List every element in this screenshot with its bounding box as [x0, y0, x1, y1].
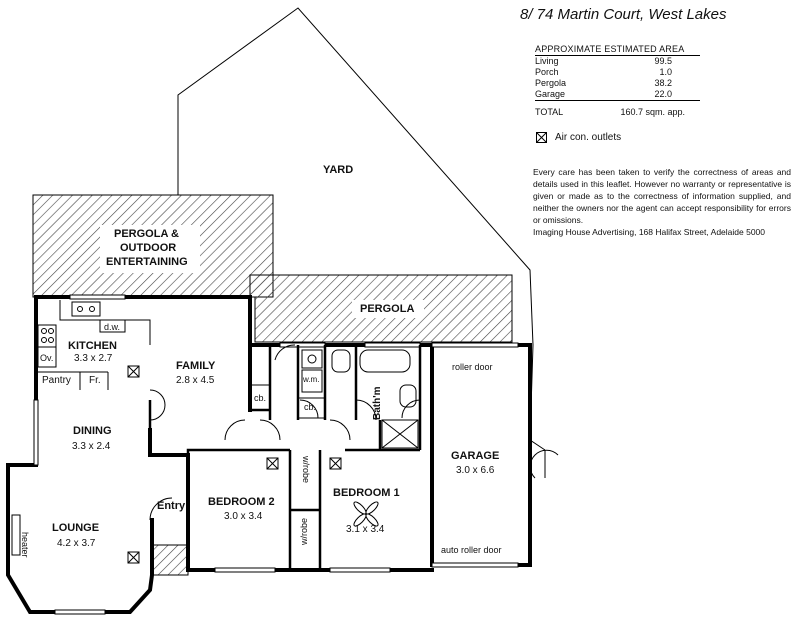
- bedroom1-label: BEDROOM 1: [333, 487, 400, 499]
- wrobe-label-1: w/robe: [301, 456, 311, 484]
- aircon-outlet-icon: [266, 457, 279, 470]
- dishwasher-label: d.w.: [104, 322, 121, 332]
- area-total-label: TOTAL: [535, 107, 564, 117]
- oven-label: Ov.: [40, 353, 54, 363]
- ceiling-fan-icon: [353, 501, 379, 527]
- pergola-outdoor-label-3: ENTERTAINING: [106, 256, 188, 268]
- roller-door-label: roller door: [452, 362, 493, 372]
- bedroom2-dim: 3.0 x 3.4: [224, 511, 263, 522]
- area-label: Porch: [535, 67, 559, 77]
- credit-text: Imaging House Advertising, 168 Halifax S…: [533, 227, 766, 237]
- pergola-label: PERGOLA: [360, 303, 415, 315]
- cupboard-label-1: cb.: [254, 393, 267, 403]
- cupboard-label-2: cb.: [304, 402, 317, 412]
- aircon-legend: Air con. outlets: [536, 132, 621, 143]
- windows: [33, 294, 519, 615]
- bathroom-label: Bath'm: [372, 386, 383, 421]
- area-value: 38.2: [654, 78, 672, 88]
- heater-label: heater: [20, 532, 30, 558]
- area-label: Garage: [535, 89, 566, 99]
- family-dim: 2.8 x 4.5: [176, 375, 215, 386]
- aircon-outlets: [127, 365, 342, 564]
- area-value: 1.0: [659, 67, 672, 77]
- fridge-label: Fr.: [89, 375, 101, 386]
- garage-label: GARAGE: [451, 450, 500, 462]
- family-label: FAMILY: [176, 360, 216, 372]
- area-row: Porch 1.0: [535, 67, 700, 78]
- lounge-dim: 4.2 x 3.7: [57, 538, 96, 549]
- disclaimer: Every care has been taken to verify the …: [533, 166, 791, 238]
- area-row: Garage 22.0: [535, 89, 700, 101]
- area-table-heading: APPROXIMATE ESTIMATED AREA: [535, 44, 700, 56]
- area-label: Living: [535, 56, 559, 66]
- aircon-outlet-icon: [127, 365, 140, 378]
- gate-arc: [529, 449, 559, 479]
- legend-label: Air con. outlets: [555, 132, 622, 143]
- kitchen-label: KITCHEN: [68, 340, 117, 352]
- dining-label: DINING: [73, 425, 112, 437]
- aircon-outlet-icon: [536, 132, 547, 143]
- area-value: 99.5: [654, 56, 672, 66]
- lounge-label: LOUNGE: [52, 522, 100, 534]
- entry-porch: [151, 544, 189, 576]
- area-total-value: 160.7 sqm. app.: [620, 107, 685, 117]
- wet-area-fittings: [249, 349, 419, 449]
- entry-label: Entry: [157, 500, 186, 512]
- aircon-outlet-icon: [329, 457, 342, 470]
- bedroom1-dim: 3.1 x 3.4: [346, 524, 385, 535]
- kitchen-fittings: [37, 300, 151, 390]
- aircon-outlet-icon: [127, 551, 140, 564]
- area-total-row: TOTAL 160.7 sqm. app.: [535, 107, 700, 118]
- wrobe-label-2: w/robe: [299, 517, 309, 545]
- area-value: 22.0: [654, 89, 672, 99]
- heater: [11, 514, 21, 556]
- property-title: 8/ 74 Martin Court, West Lakes: [520, 6, 727, 23]
- washing-machine-label: w.m.: [303, 375, 320, 384]
- dining-dim: 3.3 x 2.4: [72, 441, 111, 452]
- exterior-walls: [6, 295, 532, 614]
- pantry-label: Pantry: [42, 375, 71, 386]
- disclaimer-text: Every care has been taken to verify the …: [533, 167, 791, 225]
- area-row: Pergola 38.2: [535, 78, 700, 89]
- bedroom2-label: BEDROOM 2: [208, 496, 275, 508]
- area-row: Living 99.5: [535, 56, 700, 67]
- door-swings: [149, 344, 421, 521]
- area-label: Pergola: [535, 78, 567, 88]
- pergola-outdoor-label-2: OUTDOOR: [120, 242, 177, 254]
- area-table: APPROXIMATE ESTIMATED AREA Living 99.5 P…: [535, 44, 700, 118]
- kitchen-dim: 3.3 x 2.7: [74, 353, 113, 364]
- auto-roller-door-label: auto roller door: [441, 545, 502, 555]
- pergola-outdoor-label-bg: [100, 225, 200, 273]
- yard-label: YARD: [323, 164, 354, 176]
- pergola-outdoor-label-1: PERGOLA &: [114, 228, 179, 240]
- pergola-label-bg: [352, 300, 424, 318]
- garage-dim: 3.0 x 6.6: [456, 465, 495, 476]
